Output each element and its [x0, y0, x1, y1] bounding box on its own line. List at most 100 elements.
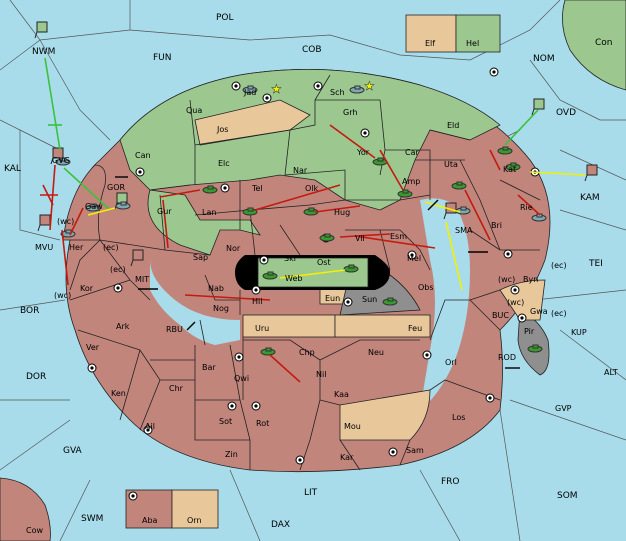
sc-qwi-icon	[234, 352, 244, 362]
flag-nwm-icon	[34, 21, 48, 39]
label-jos: Jos	[216, 125, 228, 134]
supply-centers	[87, 67, 540, 501]
tank-gaw-icon[interactable]	[85, 203, 101, 212]
tank-tel-icon[interactable]	[202, 185, 218, 194]
tank-web-icon[interactable]	[262, 271, 278, 280]
label-gwa: Gwa	[530, 307, 548, 316]
tank-uta-icon[interactable]	[451, 181, 467, 190]
label-elc: Elc	[218, 159, 230, 168]
tank-yor-icon[interactable]	[372, 157, 388, 166]
label-web: Web	[285, 274, 302, 283]
inner-sea-east	[420, 198, 470, 410]
territory-skr-web-ost[interactable]	[257, 257, 369, 288]
label-wc4: (wc)	[507, 298, 524, 307]
label-bar: Bar	[202, 363, 216, 372]
territory-gaw-peninsula[interactable]	[62, 164, 106, 241]
flag-ovd-icon	[531, 98, 545, 116]
tank-lan-icon[interactable]	[242, 207, 258, 216]
label-nom: NOM	[533, 54, 555, 64]
label-sun: Sun	[362, 295, 377, 304]
label-ovd: OVD	[556, 108, 576, 118]
label-nog: Nog	[213, 304, 229, 313]
label-swm: SWM	[81, 514, 103, 524]
label-eun: Eun	[325, 294, 340, 303]
tank-sun-icon[interactable]	[382, 297, 398, 306]
tank-ost-icon[interactable]	[343, 264, 359, 273]
label-obs: Obs	[418, 283, 434, 292]
tank-gor-icon[interactable]	[115, 201, 131, 210]
label-rod: ROD	[498, 353, 516, 362]
label-grh: Grh	[343, 108, 357, 117]
label-wc1: (wc)	[57, 217, 74, 226]
label-rie: Rie	[520, 203, 533, 212]
label-ver: Ver	[86, 343, 100, 352]
territory-borders	[69, 74, 541, 471]
label-pol: POL	[216, 13, 234, 23]
label-jad: Jad	[243, 88, 256, 97]
tank-gvg-icon[interactable]	[55, 157, 71, 166]
tank-vil-icon[interactable]	[319, 233, 335, 242]
label-qua: Qua	[186, 106, 202, 115]
label-som: SOM	[557, 491, 578, 501]
label-eld: Eld	[447, 121, 459, 130]
tank-sch-icon[interactable]	[349, 85, 365, 94]
sc-rot-icon	[251, 401, 261, 411]
territory-elf[interactable]	[405, 14, 457, 53]
territory-orn[interactable]	[171, 489, 219, 529]
label-nwm: NWM	[32, 47, 55, 57]
label-tel: Tel	[251, 184, 263, 193]
label-ec3: (ec)	[551, 261, 567, 270]
label-sch: Sch	[330, 88, 345, 97]
tank-chp-icon[interactable]	[260, 347, 276, 356]
flag-markers	[34, 21, 598, 267]
sc-kor-icon	[113, 283, 123, 293]
label-nor: Nor	[226, 244, 241, 253]
label-gva: GVA	[63, 446, 83, 456]
label-mit: MIT	[135, 275, 149, 284]
label-mel: Mel	[407, 254, 421, 263]
tank-pir-icon[interactable]	[527, 344, 543, 353]
label-car: Car	[405, 148, 419, 157]
sc-skr-icon	[259, 255, 269, 265]
label-sma: SMA	[455, 226, 473, 235]
label-kup: KUP	[571, 328, 587, 337]
sc-tel-icon	[220, 183, 230, 193]
territory-mou[interactable]	[339, 389, 431, 441]
label-wc3: (wc)	[54, 291, 71, 300]
label-can: Can	[135, 151, 151, 160]
territory-con[interactable]	[562, 0, 626, 91]
tank-eld-icon[interactable]	[497, 146, 513, 155]
label-alt: ALT	[604, 368, 618, 377]
label-feu: Feu	[408, 324, 422, 333]
sc-kar-icon	[388, 447, 398, 457]
territory-jos[interactable]	[194, 99, 311, 146]
label-lit: LIT	[304, 488, 318, 498]
label-orn: Orn	[187, 516, 202, 525]
label-sot: Sot	[219, 417, 232, 426]
label-cow: Cow	[26, 526, 43, 535]
label-rot: Rot	[256, 419, 269, 428]
label-kaa: Kaa	[334, 390, 349, 399]
label-wc2: (wc)	[498, 275, 515, 284]
tank-jad-icon[interactable]	[242, 85, 258, 94]
label-uta: Uta	[444, 160, 458, 169]
territory-hel[interactable]	[455, 14, 501, 53]
territory-feu[interactable]	[334, 314, 431, 338]
tank-amp-icon[interactable]	[397, 189, 413, 198]
label-dor: DOR	[26, 372, 46, 382]
sc-los-icon	[485, 393, 495, 403]
sc-ver-icon	[87, 363, 97, 373]
tank-kat-icon[interactable]	[505, 162, 521, 171]
label-kat: Kat	[503, 165, 516, 174]
label-fro: FRO	[441, 477, 460, 487]
label-chp: Chp	[299, 348, 315, 357]
label-gvp: GVP	[555, 404, 572, 413]
label-kal: KAL	[4, 164, 21, 174]
territory-pir[interactable]	[517, 309, 550, 376]
label-ec4: (ec)	[551, 309, 567, 318]
sc-bri-icon	[503, 249, 513, 259]
label-bor: BOR	[20, 306, 39, 316]
territory-cow[interactable]	[0, 477, 51, 541]
label-ec2: (ec)	[110, 265, 126, 274]
